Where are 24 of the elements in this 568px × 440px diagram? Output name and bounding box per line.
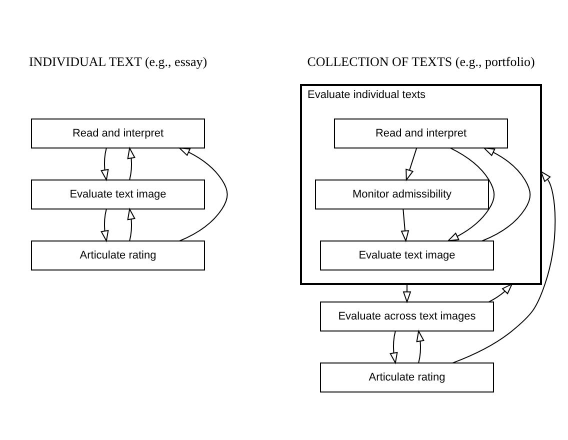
- arrow: [416, 330, 424, 364]
- arrow: [446, 148, 495, 242]
- node-box: Monitor admissibility: [315, 180, 489, 210]
- arrow: [406, 148, 418, 182]
- node-box: Evaluate across text images: [320, 302, 494, 332]
- label: COLLECTION OF TEXTS (e.g., portfolio): [307, 54, 535, 69]
- arrow: [100, 208, 109, 242]
- node-box: Read and interpret: [31, 118, 205, 148]
- arrow: [178, 147, 228, 242]
- arrow: [482, 147, 531, 242]
- label: INDIVIDUAL TEXT (e.g., essay): [28, 54, 208, 69]
- arrow: [127, 208, 136, 242]
- arrow: [488, 282, 514, 302]
- node-box: Evaluate text image: [320, 240, 494, 270]
- arrow: [400, 208, 410, 242]
- node-box: Articulate rating: [31, 240, 205, 270]
- node-box: Read and interpret: [334, 118, 508, 148]
- node-box: Articulate rating: [320, 362, 494, 392]
- arrow: [390, 330, 398, 364]
- node-box: Evaluate text image: [31, 180, 205, 210]
- arrow: [452, 170, 556, 364]
- arrow: [402, 284, 412, 304]
- arrow: [127, 146, 136, 180]
- arrow: [100, 148, 109, 182]
